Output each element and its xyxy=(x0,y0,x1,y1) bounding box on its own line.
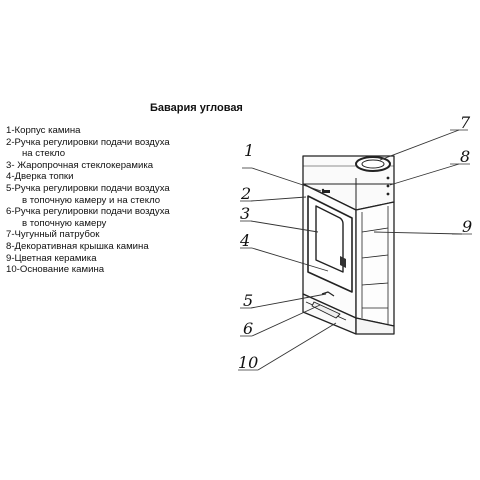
legend-item: 4-Дверка топки xyxy=(6,171,74,183)
legend-item: в топочную камеру и на стекло xyxy=(6,194,161,206)
leader-2 xyxy=(250,196,307,202)
callout-6: 6 xyxy=(243,319,254,338)
callout-5: 5 xyxy=(243,291,254,310)
callout-8: 8 xyxy=(460,147,471,166)
leader-3 xyxy=(250,220,319,233)
callout-1: 1 xyxy=(244,141,255,160)
leader-7 xyxy=(379,129,460,161)
leader-5 xyxy=(250,293,327,309)
leader-1 xyxy=(251,167,322,192)
legend-item: 9-Цветная керамика xyxy=(6,252,97,264)
leader-4 xyxy=(251,247,329,272)
callout-9: 9 xyxy=(462,217,473,236)
parts-legend: 1-Корпус камина 2-Ручка регулировки пода… xyxy=(6,125,170,276)
legend-item: 6-Ручка регулировки подачи воздуха xyxy=(6,206,170,218)
leader-10 xyxy=(257,322,337,371)
callout-7: 7 xyxy=(460,113,471,132)
callout-2: 2 xyxy=(241,184,252,203)
legend-item: 5-Ручка регулировки подачи воздуха xyxy=(6,182,170,194)
legend-item: 10-Основание камина xyxy=(6,264,105,276)
leader-9 xyxy=(373,231,463,235)
callout-4: 4 xyxy=(240,231,251,250)
legend-item: в топочную камеру xyxy=(6,217,107,229)
callout-10: 10 xyxy=(238,353,259,372)
diagram-title: Бавария угловая xyxy=(150,102,243,114)
legend-item: на стекло xyxy=(6,148,66,160)
legend-item: 7-Чугунный патрубок xyxy=(6,229,100,241)
leader-8 xyxy=(389,163,460,186)
legend-item: 1-Корпус камина xyxy=(6,125,81,136)
door-handle xyxy=(340,256,346,268)
legend-item: 3- Жаропрочная стеклокерамика xyxy=(6,159,154,171)
legend-item: 8-Декоративная крышка камина xyxy=(6,240,149,252)
legend-item: 2-Ручка регулировки подачи воздуха xyxy=(6,136,170,148)
callout-3: 3 xyxy=(240,204,251,223)
glass-ceramic xyxy=(315,205,344,273)
leader-6 xyxy=(251,304,321,337)
